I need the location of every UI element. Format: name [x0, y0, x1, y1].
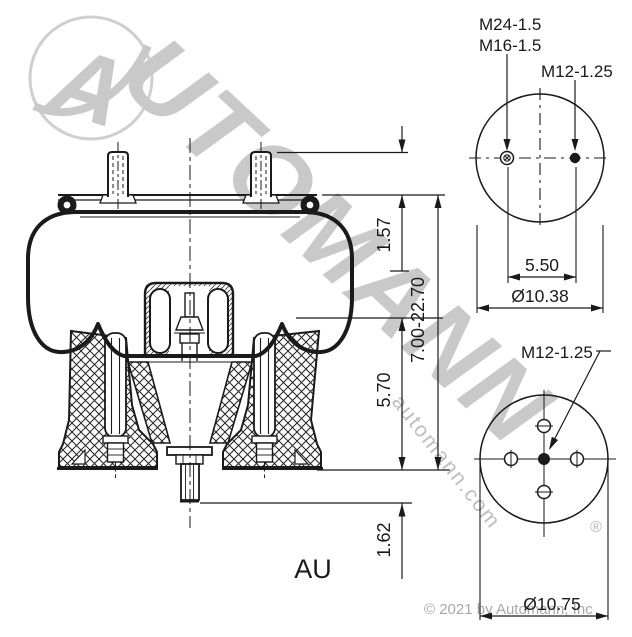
arrow-left-icon [480, 612, 492, 620]
product-label: AU [294, 554, 332, 584]
arrow-up-icon [398, 195, 406, 208]
plate-diameter-label: Ø10.38 [511, 286, 568, 306]
arrow-left-icon [508, 273, 520, 281]
arrow-right-icon [564, 273, 576, 281]
labels: 1.57 7.00-22.70 5.70 1.62 AU M24-1.5 M16… [294, 15, 613, 614]
dimension-arrows [398, 139, 442, 517]
right-bead-hole [306, 201, 314, 209]
arrow-up-icon [434, 195, 442, 208]
copyright-text: © 2021 by Automann, Inc [424, 601, 593, 618]
centerlines [115, 138, 265, 528]
air-fitting-x [504, 155, 510, 161]
watermark-logo-swoosh [32, 44, 152, 117]
bellows-outline [26, 210, 354, 358]
left-bolt-nut [106, 442, 125, 463]
side-view-dimensions [200, 126, 450, 579]
bottom-view [474, 350, 616, 620]
center-stud-dot [538, 453, 550, 465]
center-stud-collar [174, 316, 205, 331]
air-fitting-thread-secondary-label: M16-1.5 [479, 36, 541, 55]
bumper-right-slot [207, 288, 229, 354]
air-fitting-thread-primary-label: M24-1.5 [479, 15, 541, 34]
arrow-down-icon [503, 139, 511, 151]
top-view [469, 54, 611, 313]
dim-text-stud-height: 1.57 [374, 217, 394, 252]
left-foot-notch [70, 448, 86, 465]
piston-diameter-label: Ø10.75 [523, 594, 580, 614]
arrow-left-icon [477, 304, 489, 312]
stud-spacing-label: 5.50 [525, 255, 559, 275]
right-bolt-washer [251, 435, 278, 444]
leader-center-stud [549, 350, 601, 449]
dim-text-piston-height: 5.70 [374, 372, 394, 407]
watermark-logo-circle [28, 15, 154, 141]
left-bolt-washer [102, 435, 129, 444]
bottom-stud-thread-label: M12-1.25 [521, 343, 593, 362]
left-bolt-slot [104, 332, 127, 438]
arrow-down-icon [571, 139, 579, 151]
right-bolt-nut [255, 442, 274, 463]
arrow-down-left-icon [549, 436, 559, 450]
arrow-up-icon [398, 318, 406, 331]
arrow-down-icon [434, 457, 442, 470]
air-fitting-inner [503, 154, 511, 162]
right-foot-notch [294, 448, 310, 465]
dim-text-lower-stud: 1.62 [374, 522, 394, 557]
right-bolt-slot [253, 332, 276, 438]
arrow-right-icon [591, 304, 603, 312]
watermark-registered-icon: ® [590, 519, 602, 536]
mounting-stud-dot [569, 152, 581, 164]
bumper-left-slot [149, 288, 171, 354]
side-view [26, 151, 354, 503]
dim-text-overall-height: 7.00-22.70 [408, 277, 428, 363]
watermark-brand-text: UTOMANN [101, 15, 574, 467]
left-bead-hole [63, 201, 71, 209]
arrow-up-icon [398, 503, 406, 517]
arrow-down-icon [398, 457, 406, 470]
arrow-down-icon [398, 139, 406, 153]
top-stud-thread-label: M12-1.25 [541, 62, 613, 81]
arrow-right-icon [596, 612, 608, 620]
